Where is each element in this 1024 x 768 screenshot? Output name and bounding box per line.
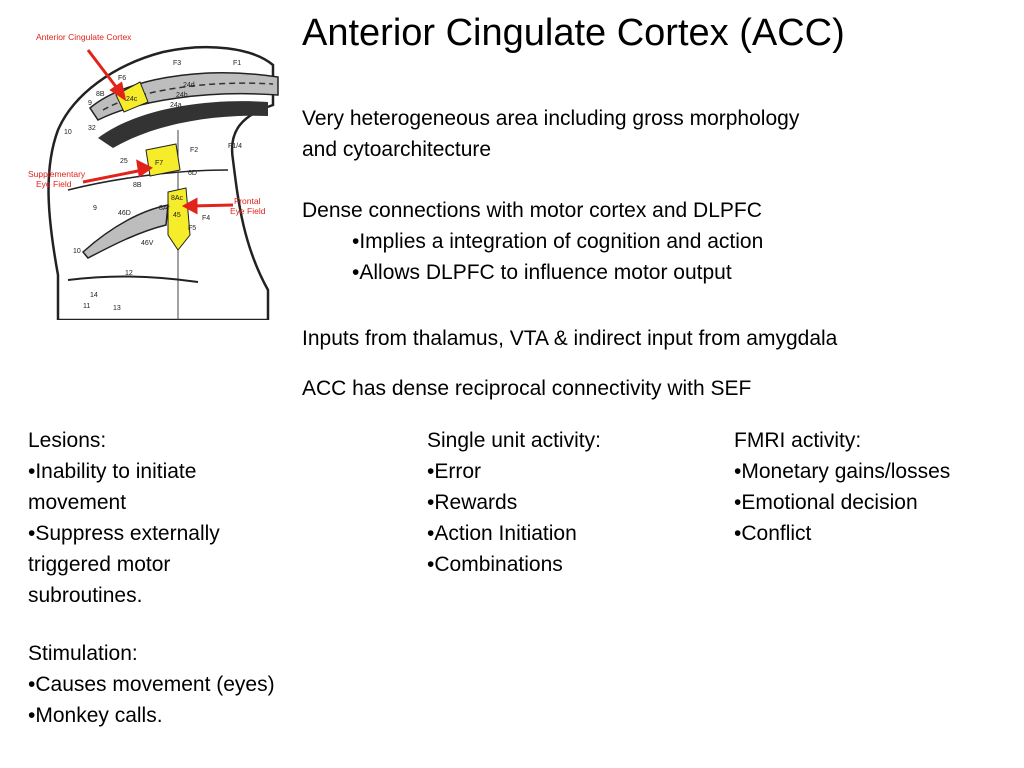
callout-acc: Anterior Cingulate Cortex (36, 32, 132, 42)
list-item: •Combinations (427, 553, 563, 576)
list-item: •Emotional decision (734, 491, 918, 514)
list-item: •Causes movement (eyes) (28, 673, 275, 696)
intro-line-2: and cytoarchitecture (302, 138, 492, 161)
cingulate-sulcus (102, 82, 274, 111)
area-label: F2 (190, 147, 198, 154)
lesions-list: •Inability to initiate movement •Suppres… (28, 456, 288, 611)
area-label: 46V (141, 240, 154, 247)
single-unit-heading: Single unit activity: (427, 429, 601, 452)
fef-arrowhead-icon (181, 197, 198, 215)
area-label: 13 (113, 305, 121, 312)
acc-arrowhead-icon (109, 81, 127, 102)
area-label: 10 (73, 248, 81, 255)
fmri-section: FMRI activity: •Monetary gains/losses •E… (734, 425, 1019, 549)
slide-title: Anterior Cingulate Cortex (ACC) (302, 12, 845, 54)
sef-arrow (82, 168, 144, 184)
single-unit-section: Single unit activity: •Error •Rewards •A… (427, 425, 717, 580)
acc-arrow (86, 49, 122, 93)
list-item: •Rewards (427, 491, 518, 514)
area-label: 24a (170, 102, 182, 109)
cortex-diagram: Anterior Cingulate Cortex Supplementary … (28, 20, 283, 322)
fef-arrow (190, 203, 234, 208)
area-label: 6D (188, 170, 197, 177)
area-label: 46D (118, 210, 131, 217)
area-label: 8B (96, 91, 105, 98)
area-label: 10 (64, 129, 72, 136)
area-label: F1 (233, 60, 241, 67)
inputs-text: Inputs from thalamus, VTA & indirect inp… (302, 327, 838, 350)
sef-arrowhead-icon (136, 159, 153, 178)
fmri-heading: FMRI activity: (734, 429, 862, 452)
area-label: 8B (133, 182, 142, 189)
sef-text: ACC has dense reciprocal connectivity wi… (302, 377, 752, 400)
callout-arrows (82, 49, 234, 215)
area-label: 9 (93, 205, 97, 212)
cortex-diagram-svg: Anterior Cingulate Cortex Supplementary … (28, 32, 279, 322)
area-label: 24d (183, 82, 195, 89)
list-item: •Inability to initiate movement (28, 460, 197, 514)
intro-line-1: Very heterogeneous area including gross … (302, 107, 800, 130)
list-item: •Suppress externally triggered motor sub… (28, 522, 220, 607)
callout-sef-1: Supplementary (28, 169, 86, 179)
callout-fef-2: Eye Field (230, 206, 266, 216)
callout-sef-2: Eye Field (36, 179, 72, 189)
area-label: 9 (88, 100, 92, 107)
area-label: 25 (120, 158, 128, 165)
area-label: F3 (173, 60, 181, 67)
list-item: •Action Initiation (427, 522, 577, 545)
area-label: F5 (188, 225, 196, 232)
corpus-callosum (98, 101, 268, 148)
stimulation-list: •Causes movement (eyes) •Monkey calls. (28, 669, 408, 731)
area-fef-highlight (167, 187, 191, 251)
area-label: F1/4 (228, 143, 242, 150)
area-label: 24b (176, 92, 188, 99)
fmri-list: •Monetary gains/losses •Emotional decisi… (734, 456, 1019, 549)
area-label: 8Ac (171, 195, 184, 202)
area-label: 24c (126, 96, 138, 103)
connections-bullet: •Implies a integration of cognition and … (352, 230, 764, 253)
callout-fef-1: Frontal (234, 196, 261, 206)
list-item: •Error (427, 460, 482, 483)
list-item: •Monetary gains/losses (734, 460, 951, 483)
lesions-heading: Lesions: (28, 429, 107, 452)
area-label: 45 (173, 212, 181, 219)
stimulation-heading: Stimulation: (28, 642, 138, 665)
area-label: 8Ar (159, 205, 171, 212)
connections-bullet: •Allows DLPFC to influence motor output (352, 261, 732, 284)
area-24c-highlight (115, 81, 149, 113)
lesions-section: Lesions: •Inability to initiate movement… (28, 425, 388, 611)
area-label: 12 (125, 270, 133, 277)
list-item: •Monkey calls. (28, 704, 163, 727)
area-label: F7 (155, 160, 163, 167)
area-label: 11 (83, 303, 90, 310)
principal-sulcus (81, 204, 169, 259)
area-label: 32 (88, 125, 96, 132)
connections-heading: Dense connections with motor cortex and … (302, 199, 762, 222)
single-unit-list: •Error •Rewards •Action Initiation •Comb… (427, 456, 717, 580)
orbital-line (67, 275, 199, 283)
area-label: F6 (118, 75, 126, 82)
list-item: •Conflict (734, 522, 812, 545)
stimulation-section: Stimulation: •Causes movement (eyes) •Mo… (28, 638, 408, 731)
area-label: F4 (202, 215, 210, 222)
area-label: 14 (90, 292, 98, 299)
